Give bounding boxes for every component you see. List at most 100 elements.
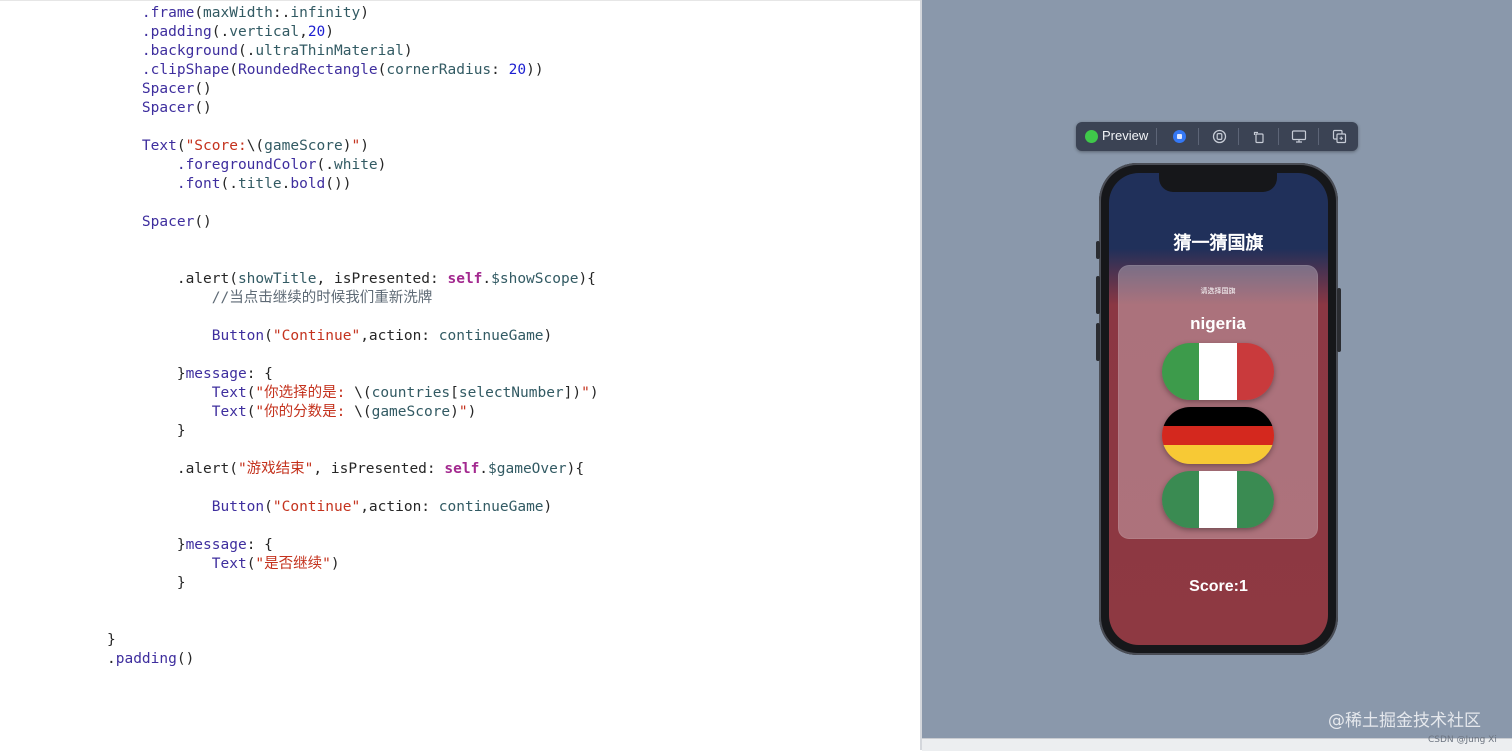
code-token: continueGame <box>438 499 544 515</box>
code-token: .alert( <box>107 271 238 287</box>
code-token: ) <box>589 385 599 401</box>
flag-stripe <box>1236 343 1274 400</box>
code-line: .foregroundColor(.white) <box>107 156 387 175</box>
code-token: ) <box>543 499 553 515</box>
code-token: \( <box>354 385 372 401</box>
toolbar-separator <box>1238 128 1239 145</box>
code-token: : { <box>246 366 273 382</box>
code-token: } <box>107 366 186 382</box>
code-token: () <box>194 81 212 97</box>
code-token <box>107 138 142 154</box>
code-token: ( <box>264 328 273 344</box>
split-divider[interactable] <box>920 0 922 750</box>
code-token: "你的分数是: <box>255 404 355 420</box>
code-token: : { <box>246 537 273 553</box>
site-watermark: @稀土掘金技术社区 <box>1328 711 1481 731</box>
toolbar-separator <box>1156 128 1157 145</box>
flag-stripe <box>1162 343 1200 400</box>
flag-button-germany[interactable] <box>1162 407 1274 464</box>
flag-stripe <box>1162 445 1274 464</box>
preview-mode-button[interactable]: Preview <box>1102 128 1149 143</box>
toolbar-separator <box>1318 128 1319 145</box>
code-token: ,action: <box>360 499 439 515</box>
code-token: ultraThinMaterial <box>255 43 404 59</box>
code-token: : <box>491 62 509 78</box>
code-token: gameScore <box>264 138 343 154</box>
code-token: ) <box>467 404 477 420</box>
code-token: ) <box>330 556 340 572</box>
code-token: //当点击继续的时候我们重新洗牌 <box>107 290 433 306</box>
code-token: () <box>194 100 212 116</box>
code-token: "游戏结束" <box>237 461 314 477</box>
device-settings-icon[interactable] <box>1289 127 1309 146</box>
code-token <box>107 5 142 21</box>
author-credit: CSDN @Jung Xi <box>1428 735 1497 745</box>
code-line: }message: { <box>107 365 273 384</box>
code-token: Spacer <box>141 81 195 97</box>
code-token: ( <box>229 62 238 78</box>
code-token: self <box>447 271 483 287</box>
code-token <box>107 404 212 420</box>
code-token: .foregroundColor <box>176 157 317 173</box>
code-token: message <box>185 537 247 553</box>
code-token: "是否继续" <box>255 556 331 572</box>
code-token: } <box>107 537 186 553</box>
volume-up-button <box>1096 276 1100 314</box>
code-token: } <box>107 632 116 648</box>
app-title: 猜一猜国旗 <box>1173 233 1264 254</box>
code-token: , <box>299 24 308 40</box>
code-token: Text <box>211 404 247 420</box>
code-editor[interactable]: .frame(maxWidth:.infinity) .padding(.ver… <box>0 0 920 751</box>
code-token: "Continue" <box>272 499 361 515</box>
code-line: Button("Continue",action: continueGame) <box>107 498 553 517</box>
code-line: } <box>107 631 116 650</box>
flag-button-italy[interactable] <box>1162 343 1274 400</box>
volume-down-button <box>1096 323 1100 361</box>
flag-button-nigeria[interactable] <box>1162 471 1274 528</box>
flag-stripe <box>1199 343 1237 400</box>
preview-toolbar: Preview <box>1076 122 1358 151</box>
code-token: "Score: <box>185 138 247 154</box>
code-token: ( <box>377 62 387 78</box>
code-line: } <box>107 422 186 441</box>
mute-switch <box>1096 241 1100 259</box>
code-token: cornerRadius <box>386 62 492 78</box>
code-line: //当点击继续的时候我们重新洗牌 <box>107 289 432 308</box>
code-token: ( <box>246 404 256 420</box>
power-button <box>1337 288 1341 352</box>
code-token: white <box>334 157 378 173</box>
code-token: ) <box>450 404 459 420</box>
inspect-icon[interactable] <box>1209 127 1229 146</box>
code-token: continueGame <box>438 328 544 344</box>
code-token <box>107 157 177 173</box>
code-token: )) <box>526 62 544 78</box>
canvas-status-bar <box>922 738 1512 751</box>
rotate-device-icon[interactable] <box>1249 127 1269 146</box>
code-token <box>107 100 142 116</box>
code-token: Spacer <box>141 100 195 116</box>
code-token: ( <box>246 556 256 572</box>
code-token: .clipShape <box>141 62 230 78</box>
code-token: " <box>581 385 590 401</box>
code-token: showTitle <box>237 271 317 287</box>
duplicate-preview-icon[interactable] <box>1329 127 1349 146</box>
code-token: [ <box>450 385 459 401</box>
code-line: Text("是否继续") <box>107 555 340 574</box>
code-token: ( <box>176 138 186 154</box>
code-token <box>107 24 142 40</box>
live-stop-icon[interactable] <box>1169 127 1189 146</box>
code-token: .alert( <box>107 461 238 477</box>
code-token: $gameOver <box>488 461 567 477</box>
code-line: .font(.title.bold()) <box>107 175 352 194</box>
code-token: :. <box>272 5 291 21</box>
flag-stripe <box>1162 471 1200 528</box>
code-line: .background(.ultraThinMaterial) <box>107 42 413 61</box>
flag-stripe <box>1236 471 1274 528</box>
code-token: title <box>237 176 282 192</box>
code-token: Text <box>141 138 177 154</box>
code-token: Spacer <box>141 214 195 230</box>
flag-selection-card: 请选择国旗 nigeria <box>1118 265 1318 539</box>
code-token: countries <box>371 385 451 401</box>
code-token: ){ <box>578 271 596 287</box>
code-line: .alert(showTitle, isPresented: self.$sho… <box>107 270 596 289</box>
